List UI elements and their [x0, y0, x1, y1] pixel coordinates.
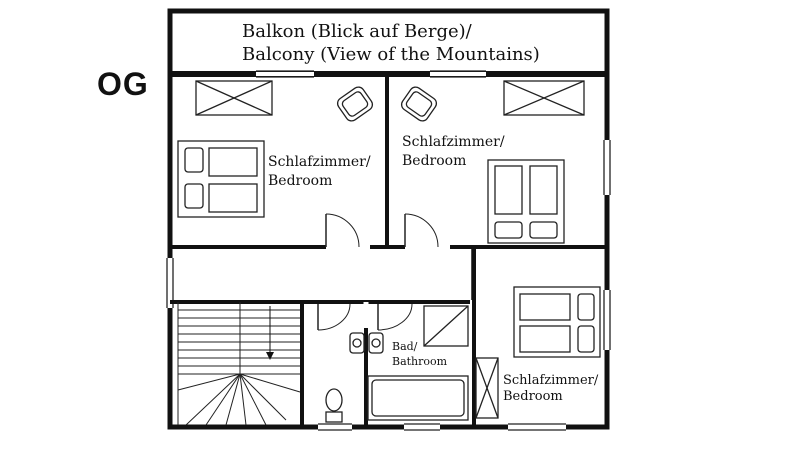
chair-top-right — [400, 86, 438, 122]
sinks — [349, 332, 384, 354]
wardrobe-top-left — [195, 80, 273, 116]
chair-top-left — [336, 86, 374, 122]
bedroom-top-right-label-line1: Schlafzimmer/ — [402, 134, 505, 150]
balcony-label-line2: Balcony (View of the Mountains) — [242, 44, 540, 65]
cabinet-bottom-right — [475, 357, 499, 419]
bedroom-bottom-right-label-line1: Schlafzimmer/ — [503, 373, 599, 388]
bed-bottom-right — [513, 286, 601, 358]
bathroom-label-line1: Bad/ — [392, 340, 418, 353]
balcony-label-line1: Balkon (Blick auf Berge)/ — [242, 21, 473, 42]
wardrobe-top-right — [503, 80, 585, 116]
outer-wall — [167, 8, 610, 430]
bedroom-top-left-label-line1: Schlafzimmer/ — [268, 154, 371, 170]
bedroom-top-left-label-line2: Bedroom — [268, 173, 332, 189]
bedroom-bottom-right-label-line2: Bedroom — [503, 389, 563, 404]
toilet — [325, 388, 343, 423]
shower — [423, 305, 469, 347]
bed-top-left — [177, 140, 265, 218]
floor-label: OG — [97, 66, 149, 102]
bed-top-right — [487, 159, 565, 244]
bathtub — [367, 375, 469, 421]
bathroom-label-line2: Bathroom — [392, 355, 448, 368]
staircase — [177, 302, 301, 426]
bedroom-top-right-label-line2: Bedroom — [402, 153, 466, 169]
